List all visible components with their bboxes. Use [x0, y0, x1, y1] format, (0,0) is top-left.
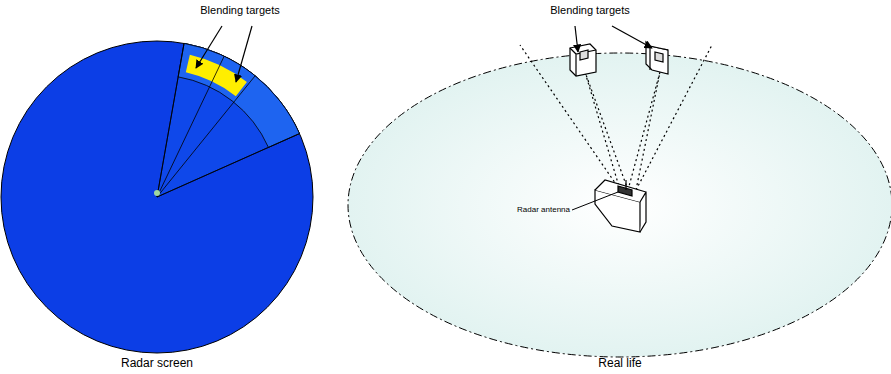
origin-mark [154, 190, 160, 196]
sweep-line [157, 43, 184, 197]
radar-sweep [154, 43, 300, 197]
radar-antenna [595, 180, 646, 232]
panel-caption: Real life [598, 357, 641, 370]
sweep-line [157, 134, 300, 197]
callout-label: Blending targets [550, 4, 630, 16]
radar-screen [1, 41, 313, 353]
radar-range [348, 53, 891, 357]
leader-line [572, 192, 618, 210]
callout-arrow [196, 26, 652, 82]
callout-label: Blending targets [200, 4, 280, 16]
sweep-sector [157, 43, 300, 197]
sweep-line [157, 76, 255, 197]
target [570, 44, 596, 76]
part-label: Radar antenna [517, 206, 570, 215]
panel-caption: Radar screen [121, 357, 193, 370]
beam-lines [520, 45, 712, 190]
